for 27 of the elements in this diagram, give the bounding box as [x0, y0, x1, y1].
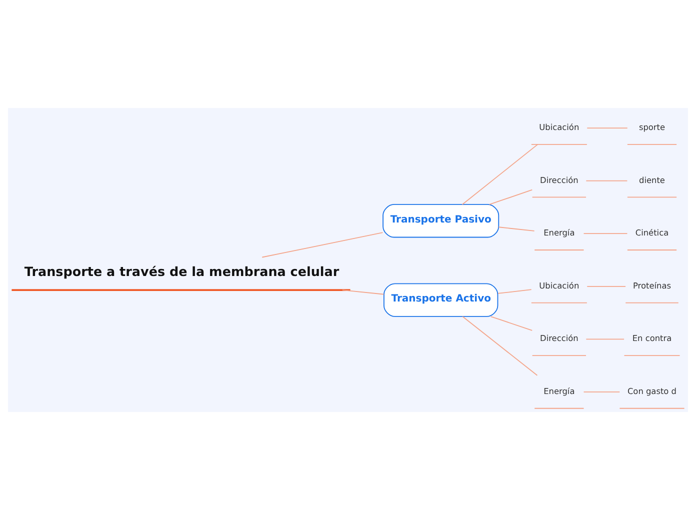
connector [342, 290, 384, 295]
node-text: Energía [544, 228, 575, 238]
node-text: Transporte a través de la membrana celular [24, 265, 340, 280]
connector [262, 232, 384, 258]
connector [586, 286, 626, 287]
node-text: Ubicación [539, 122, 580, 132]
node-text: diente [639, 174, 665, 185]
node-text: Proteínas [633, 280, 671, 290]
node-text: sporte [638, 122, 666, 132]
node-box: Transporte Pasivo [382, 204, 500, 238]
node-text: Cinética [635, 228, 669, 238]
node-box: Transporte Activo [384, 283, 498, 317]
connector [490, 316, 533, 331]
connector [583, 233, 628, 234]
connector [462, 316, 538, 376]
node-text: Dirección [540, 333, 578, 344]
node-text: Energía [544, 386, 575, 396]
node-text: En contra [632, 333, 672, 344]
node-text: Dirección [540, 174, 578, 185]
node-text: Con gasto d [627, 386, 677, 396]
node-text: Ubicación [539, 280, 580, 290]
connector [489, 189, 533, 205]
connector [498, 226, 535, 232]
connector [586, 338, 624, 340]
connector [498, 289, 532, 294]
connector [462, 144, 538, 205]
connector [586, 180, 628, 182]
